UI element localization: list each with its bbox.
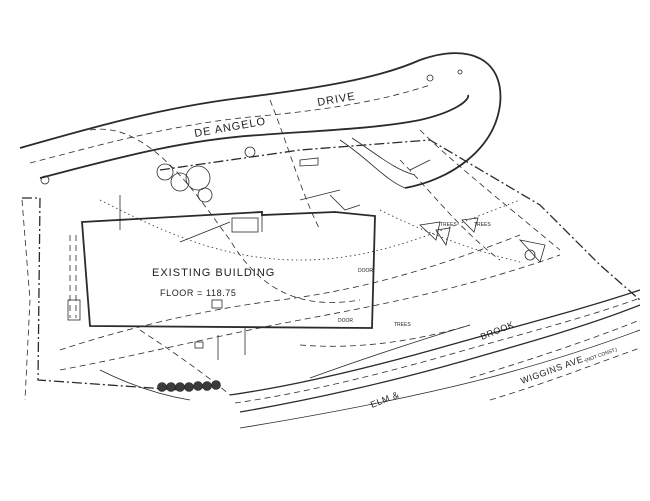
street-north-suffix-label: DRIVE <box>316 90 356 109</box>
building-name-label: EXISTING BUILDING <box>152 267 275 279</box>
trees-label-2: TREES <box>474 222 491 228</box>
stone-wall <box>157 380 221 392</box>
site-details <box>119 69 463 360</box>
existing-building <box>81 211 376 329</box>
brook-channel <box>229 289 641 429</box>
de-angelo-drive-road <box>19 52 502 189</box>
tree-group-1 <box>419 221 451 246</box>
contour-lines <box>59 99 561 401</box>
wiggins-ave-label: WIGGINS AVE. <box>519 353 587 386</box>
tree-group-2 <box>461 217 479 233</box>
property-boundary <box>21 139 641 401</box>
brook-prefix-label: ELM & <box>369 389 401 410</box>
building-floor-label: FLOOR = 118.75 <box>160 288 237 298</box>
brook-label: BROOK <box>479 319 516 342</box>
wiggins-ave-note: (NOT CONST.) <box>585 347 619 364</box>
tree-group-3 <box>518 239 546 263</box>
trees-label-1: TREES <box>440 222 457 228</box>
door-label-2: DOOR <box>338 318 353 324</box>
wiggins-ave-road <box>469 319 641 401</box>
trees-label-3: TREES <box>394 322 411 328</box>
parking-area <box>67 235 81 321</box>
door-label-1: DOOR <box>358 268 373 274</box>
tree-cluster-north <box>40 146 256 203</box>
